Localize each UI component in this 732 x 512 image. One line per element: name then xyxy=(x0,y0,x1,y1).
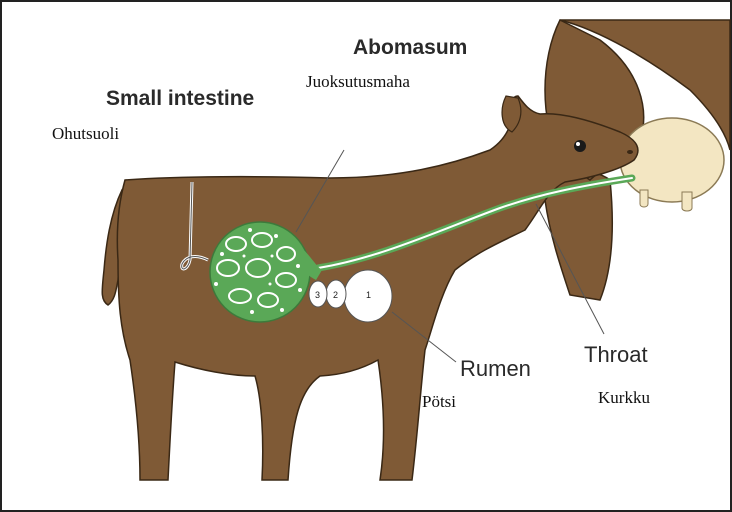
label-small-intestine-fi: Ohutsuoli xyxy=(52,124,119,144)
label-throat: Throat xyxy=(584,342,648,368)
udder xyxy=(620,118,724,202)
label-abomasum: Abomasum xyxy=(353,36,467,60)
label-abomasum-fi: Juoksutusmaha xyxy=(306,72,410,92)
teat xyxy=(682,192,692,211)
compartment-number: 3 xyxy=(315,290,320,300)
compartment-number: 2 xyxy=(333,290,338,300)
label-small-intestine: Small intestine xyxy=(106,87,254,111)
teat xyxy=(640,190,648,207)
label-rumen-fi: Pötsi xyxy=(422,392,456,412)
label-throat-fi: Kurkku xyxy=(598,388,650,408)
calf-nostril xyxy=(627,150,633,154)
abomasum-organ xyxy=(210,222,310,322)
compartment-number: 1 xyxy=(366,290,371,300)
label-rumen: Rumen xyxy=(460,356,531,382)
calf-eye-highlight xyxy=(576,142,580,146)
calf-eye xyxy=(574,140,586,152)
